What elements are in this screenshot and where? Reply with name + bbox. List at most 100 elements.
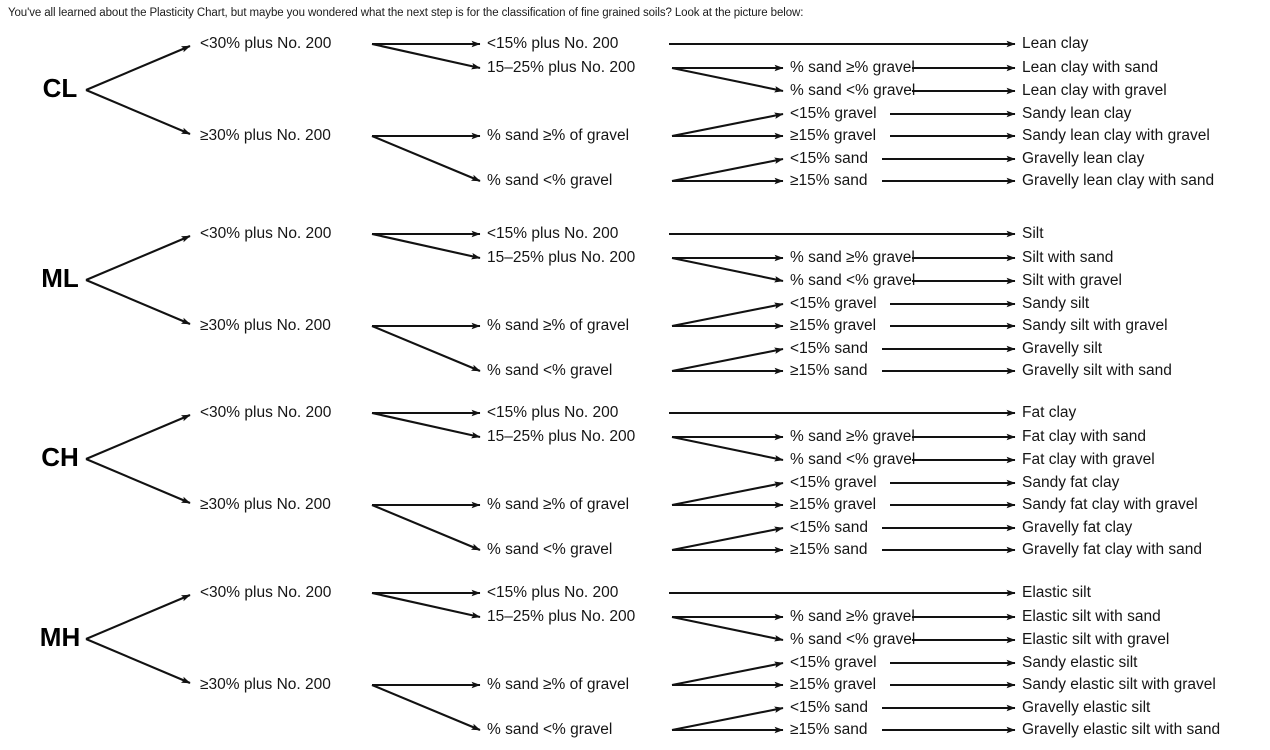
- flowchart-block-mh: MH <30% plus No. 200 ≥30% plus No. 200 <15%…: [40, 584, 1220, 738]
- node-l2-1-cl[interactable]: 15–25% plus No. 200: [487, 59, 636, 76]
- node-l2-3-ml[interactable]: % sand <% gravel: [487, 362, 612, 379]
- edge-l2-1-to-l3-1: [671, 615, 784, 642]
- node-l3-3-ch[interactable]: ≥15% gravel: [790, 496, 876, 513]
- result-6-ml[interactable]: Gravelly silt with sand: [1022, 362, 1172, 379]
- result-5-ch[interactable]: Gravelly fat clay: [1022, 519, 1133, 536]
- node-l2-3-ch[interactable]: % sand <% gravel: [487, 541, 612, 558]
- node-l2-2-cl[interactable]: % sand ≥% of gravel: [487, 127, 629, 144]
- node-l3-5-cl[interactable]: ≥15% sand: [790, 172, 867, 189]
- flowchart-block-cl: CL <30% plus No. 200 ≥30% plus No. 200 <15%…: [43, 35, 1214, 189]
- node-l3-2-ch[interactable]: <15% gravel: [790, 474, 877, 491]
- node-l2-1-mh[interactable]: 15–25% plus No. 200: [487, 608, 636, 625]
- node-l3-2-ml[interactable]: <15% gravel: [790, 295, 877, 312]
- result-1-ml[interactable]: Silt with sand: [1022, 249, 1113, 266]
- node-l2-3-mh[interactable]: % sand <% gravel: [487, 721, 612, 738]
- node-l1-ge30-mh[interactable]: ≥30% plus No. 200: [200, 676, 331, 693]
- node-l3-1-mh[interactable]: % sand <% gravel: [790, 631, 915, 648]
- node-l3-0-cl[interactable]: % sand ≥% gravel: [790, 59, 915, 76]
- root-label-cl[interactable]: CL: [43, 73, 78, 103]
- node-l3-2-cl[interactable]: <15% gravel: [790, 105, 877, 122]
- node-l3-3-cl[interactable]: ≥15% gravel: [790, 127, 876, 144]
- result-0-ch[interactable]: Fat clay: [1022, 404, 1077, 421]
- root-label-mh[interactable]: MH: [40, 622, 80, 652]
- node-l3-4-ch[interactable]: <15% sand: [790, 519, 868, 536]
- root-label-ch[interactable]: CH: [41, 442, 79, 472]
- node-l2-2-mh[interactable]: % sand ≥% of gravel: [487, 676, 629, 693]
- result-6-ch[interactable]: Gravelly fat clay with sand: [1022, 541, 1202, 558]
- edge-l1b-to-l2-3: [371, 135, 481, 182]
- result-2-ml[interactable]: Silt with gravel: [1022, 272, 1122, 289]
- node-l3-4-ml[interactable]: <15% sand: [790, 340, 868, 357]
- node-l3-5-mh[interactable]: ≥15% sand: [790, 721, 867, 738]
- result-3-ch[interactable]: Sandy fat clay: [1022, 474, 1120, 491]
- node-l3-0-mh[interactable]: % sand ≥% gravel: [790, 608, 915, 625]
- edge-l2-3-to-l3-4: [671, 347, 784, 373]
- result-0-mh[interactable]: Elastic silt: [1022, 584, 1092, 601]
- node-l1-ge30-ml[interactable]: ≥30% plus No. 200: [200, 317, 331, 334]
- node-l2-0-ch[interactable]: <15% plus No. 200: [487, 404, 619, 421]
- result-3-cl[interactable]: Sandy lean clay: [1022, 105, 1132, 122]
- node-l3-4-cl[interactable]: <15% sand: [790, 150, 868, 167]
- node-l2-0-cl[interactable]: <15% plus No. 200: [487, 35, 619, 52]
- node-l1-ge30-cl[interactable]: ≥30% plus No. 200: [200, 127, 331, 144]
- node-l3-0-ch[interactable]: % sand ≥% gravel: [790, 428, 915, 445]
- node-l2-0-mh[interactable]: <15% plus No. 200: [487, 584, 619, 601]
- edge-root-to-l1-b: [85, 279, 191, 325]
- node-l1-ge30-ch[interactable]: ≥30% plus No. 200: [200, 496, 331, 513]
- edge-l1a-to-l2-1: [371, 232, 481, 260]
- root-label-ml[interactable]: ML: [41, 263, 79, 293]
- result-4-ml[interactable]: Sandy silt with gravel: [1022, 317, 1168, 334]
- flowchart-block-ml: ML <30% plus No. 200 ≥30% plus No. 200 <15%…: [41, 225, 1172, 379]
- edge-root-to-l1-a: [85, 414, 191, 460]
- edge-l2-2-to-l3-2: [671, 112, 784, 138]
- edge-l1a-to-l2-1: [371, 411, 481, 439]
- node-l1-lt30-ml[interactable]: <30% plus No. 200: [200, 225, 332, 242]
- result-5-mh[interactable]: Gravelly elastic silt: [1022, 699, 1151, 716]
- result-0-cl[interactable]: Lean clay: [1022, 35, 1089, 52]
- node-l2-1-ch[interactable]: 15–25% plus No. 200: [487, 428, 636, 445]
- flowchart-block-ch: CH <30% plus No. 200 ≥30% plus No. 200 <15%…: [41, 404, 1202, 558]
- node-l3-1-cl[interactable]: % sand <% gravel: [790, 82, 915, 99]
- result-0-ml[interactable]: Silt: [1022, 225, 1044, 242]
- result-4-cl[interactable]: Sandy lean clay with gravel: [1022, 127, 1210, 144]
- node-l2-1-ml[interactable]: 15–25% plus No. 200: [487, 249, 636, 266]
- classification-flowchart: CL <30% plus No. 200 ≥30% plus No. 200 <15%…: [40, 35, 1220, 738]
- intro-paragraph: You've all learned about the Plasticity …: [8, 7, 804, 19]
- result-6-cl[interactable]: Gravelly lean clay with sand: [1022, 172, 1214, 189]
- result-4-ch[interactable]: Sandy fat clay with gravel: [1022, 496, 1198, 513]
- edge-root-to-l1-a: [85, 235, 191, 281]
- edge-l1a-to-l2-1: [371, 591, 481, 619]
- node-l2-2-ch[interactable]: % sand ≥% of gravel: [487, 496, 629, 513]
- node-l3-3-mh[interactable]: ≥15% gravel: [790, 676, 876, 693]
- result-2-cl[interactable]: Lean clay with gravel: [1022, 82, 1167, 99]
- node-l1-lt30-mh[interactable]: <30% plus No. 200: [200, 584, 332, 601]
- result-1-cl[interactable]: Lean clay with sand: [1022, 59, 1158, 76]
- edge-l1b-to-l2-3: [371, 684, 481, 731]
- result-6-mh[interactable]: Gravelly elastic silt with sand: [1022, 721, 1220, 738]
- result-2-mh[interactable]: Elastic silt with gravel: [1022, 631, 1169, 648]
- node-l3-0-ml[interactable]: % sand ≥% gravel: [790, 249, 915, 266]
- node-l3-5-ch[interactable]: ≥15% sand: [790, 541, 867, 558]
- edge-l1a-to-l2-1: [371, 42, 481, 70]
- node-l3-2-mh[interactable]: <15% gravel: [790, 654, 877, 671]
- result-3-ml[interactable]: Sandy silt: [1022, 295, 1090, 312]
- node-l2-0-ml[interactable]: <15% plus No. 200: [487, 225, 619, 242]
- node-l2-3-cl[interactable]: % sand <% gravel: [487, 172, 612, 189]
- result-2-ch[interactable]: Fat clay with gravel: [1022, 451, 1155, 468]
- edge-root-to-l1-a: [85, 45, 191, 91]
- result-5-cl[interactable]: Gravelly lean clay: [1022, 150, 1145, 167]
- node-l3-3-ml[interactable]: ≥15% gravel: [790, 317, 876, 334]
- edge-l2-1-to-l3-1: [671, 66, 784, 93]
- node-l3-1-ml[interactable]: % sand <% gravel: [790, 272, 915, 289]
- result-1-mh[interactable]: Elastic silt with sand: [1022, 608, 1161, 625]
- node-l3-1-ch[interactable]: % sand <% gravel: [790, 451, 915, 468]
- result-1-ch[interactable]: Fat clay with sand: [1022, 428, 1146, 445]
- node-l1-lt30-cl[interactable]: <30% plus No. 200: [200, 35, 332, 52]
- result-3-mh[interactable]: Sandy elastic silt: [1022, 654, 1138, 671]
- result-4-mh[interactable]: Sandy elastic silt with gravel: [1022, 676, 1216, 693]
- node-l3-5-ml[interactable]: ≥15% sand: [790, 362, 867, 379]
- result-5-ml[interactable]: Gravelly silt: [1022, 340, 1103, 357]
- node-l3-4-mh[interactable]: <15% sand: [790, 699, 868, 716]
- node-l2-2-ml[interactable]: % sand ≥% of gravel: [487, 317, 629, 334]
- node-l1-lt30-ch[interactable]: <30% plus No. 200: [200, 404, 332, 421]
